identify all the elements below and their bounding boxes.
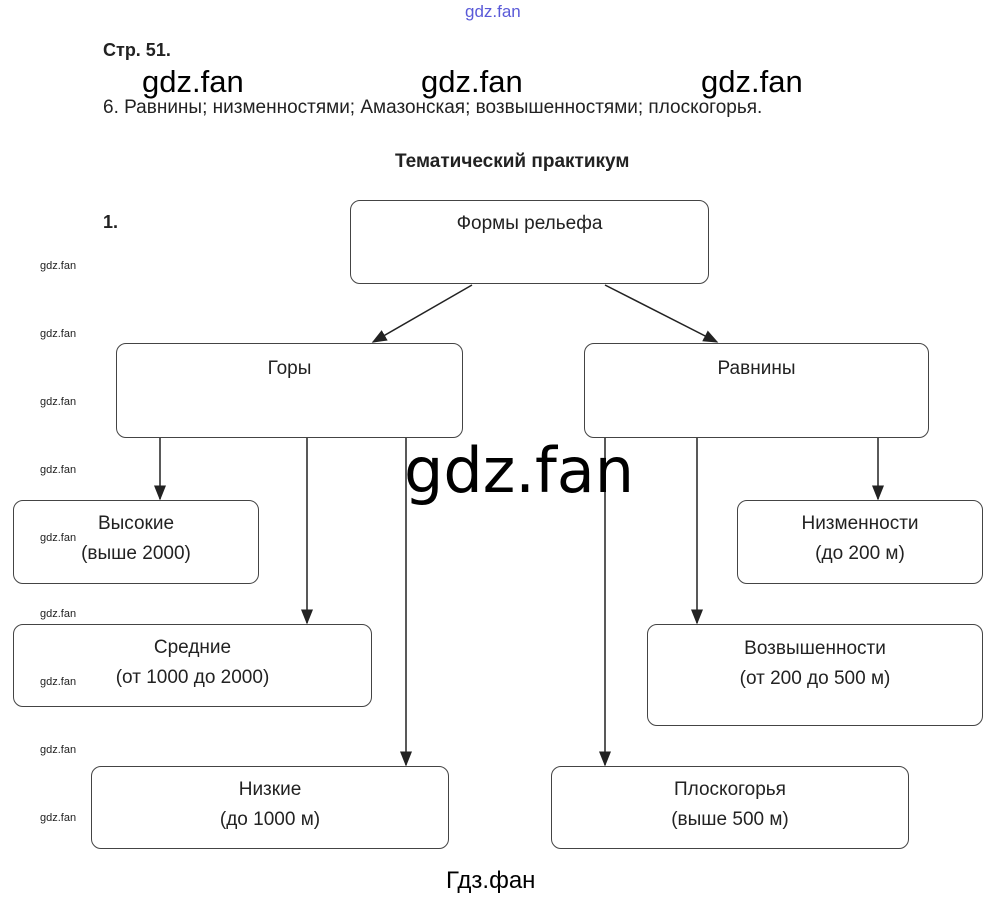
watermark: gdz.fan [40,532,77,544]
root-box: Формы рельефа [350,200,709,284]
watermark: gdz.fan [40,676,77,688]
watermark: gdz.fan [701,64,803,99]
plains-box: Равнины [584,343,929,438]
task-number: 1. [103,212,119,232]
watermark: gdz.fan [40,608,77,620]
lowlands-box: Низменности (до 200 м) [737,500,983,584]
box-detail: (от 1000 до 2000) [115,667,270,688]
box-detail: (от 200 до 500 м) [739,668,891,689]
mountains-label: Горы [267,358,312,379]
watermark: gdz.fan [40,744,77,756]
box-title: Низменности [801,513,919,534]
low-mountains-box: Низкие (до 1000 м) [91,766,449,849]
watermark: gdz.fan [40,328,77,340]
watermark: gdz.fan [40,260,77,272]
answer-6: 6. Равнины; низменностями; Амазонская; в… [103,97,763,118]
mountains-box: Горы [116,343,463,438]
medium-mountains-box: Средние (от 1000 до 2000) [13,624,372,707]
watermark: gdz.fan [421,64,523,99]
watermark: gdz.fan [40,812,77,824]
page-ref: Стр. 51. [103,40,171,60]
high-mountains-box: Высокие (выше 2000) [13,500,259,584]
watermark: gdz.fan [40,464,77,476]
box-detail: (выше 500 м) [671,809,789,830]
plains-label: Равнины [717,358,796,379]
box-detail: (до 1000 м) [219,809,321,830]
box-title: Средние [153,637,232,658]
watermark: gdz.fan [142,64,244,99]
top-watermark: gdz.fan [465,2,521,21]
box-title: Возвышенности [744,638,886,659]
box-title: Высокие [97,513,175,534]
root-label: Формы рельефа [456,213,603,234]
section-title: Тематический практикум [395,151,630,172]
box-detail: (до 200 м) [815,543,905,564]
uplands-box: Возвышенности (от 200 до 500 м) [647,624,983,726]
box-title: Плоскогорья [674,779,786,800]
watermark: gdz.fan [40,396,77,408]
plateaus-box: Плоскогорья (выше 500 м) [551,766,909,849]
bottom-watermark: Гдз.фан [446,867,536,894]
box-detail: (выше 2000) [81,543,191,564]
box-title: Низкие [238,779,302,800]
center-watermark: gdz.fan [404,434,635,507]
